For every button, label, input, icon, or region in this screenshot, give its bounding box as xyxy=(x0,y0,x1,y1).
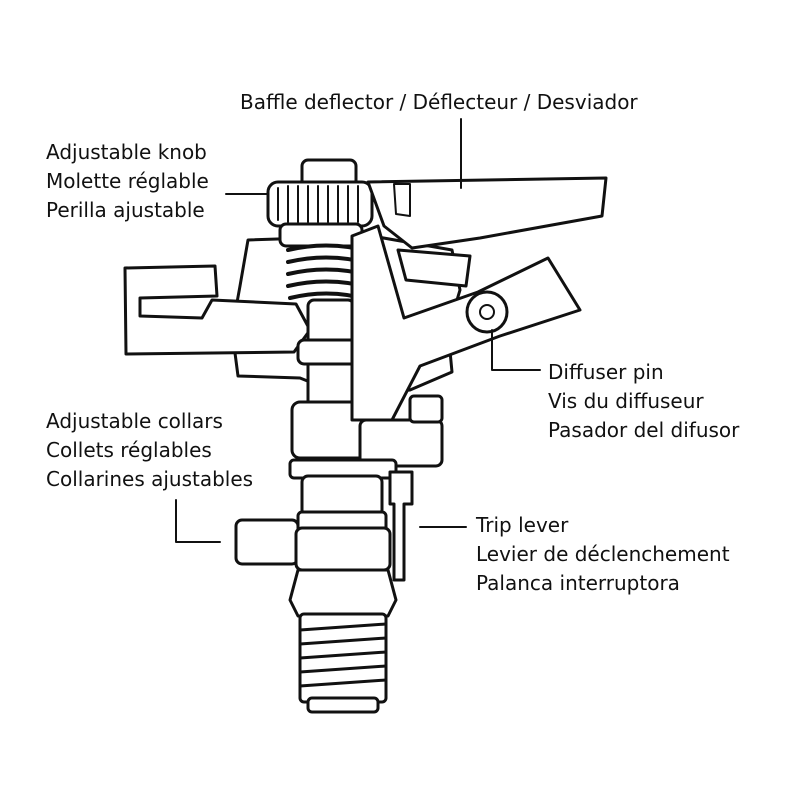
label-knob-fr: Molette réglable xyxy=(46,169,209,193)
leader-pin xyxy=(491,329,541,371)
label-pin-en: Diffuser pin xyxy=(548,360,664,384)
knob-ribs xyxy=(277,185,359,223)
baffle-deflector xyxy=(366,176,608,250)
label-trip-en: Trip lever xyxy=(476,513,569,537)
fitting-threads xyxy=(298,622,388,688)
adjustable-collar-band xyxy=(294,526,392,572)
label-knob-en: Adjustable knob xyxy=(46,140,207,164)
label-trip-fr: Levier de déclenchement xyxy=(476,542,730,566)
diffuser-pin-hole xyxy=(479,304,495,320)
right-bracket xyxy=(358,418,444,468)
label-knob-es: Perilla ajustable xyxy=(46,198,205,222)
label-trip-es: Palanca interruptora xyxy=(476,571,680,595)
label-collars-es: Collarines ajustables xyxy=(46,467,254,491)
label-collars-en: Adjustable collars xyxy=(46,409,223,433)
label-pin-fr: Vis du diffuseur xyxy=(548,389,704,413)
knob-collar xyxy=(278,222,364,248)
leader-lines xyxy=(175,118,541,543)
counterweight-arm xyxy=(123,264,312,356)
label-trip-lever: Trip lever Levier de déclenchement Palan… xyxy=(476,511,730,598)
baffle-deflector-fin xyxy=(393,183,411,217)
adjustable-knob xyxy=(266,180,374,228)
label-adjustable-knob: Adjustable knob Molette réglable Perilla… xyxy=(46,138,209,225)
trip-lever xyxy=(388,470,414,582)
label-baffle-deflector: Baffle deflector / Déflecteur / Desviado… xyxy=(240,88,638,117)
label-baffle-text: Baffle deflector / Déflecteur / Desviado… xyxy=(240,90,638,114)
fitting-base xyxy=(306,696,380,714)
label-diffuser-pin: Diffuser pin Vis du diffuseur Pasador de… xyxy=(548,358,739,445)
label-adjustable-collars: Adjustable collars Collets réglables Col… xyxy=(46,407,253,494)
right-bracket-cap xyxy=(408,394,444,424)
arm-crosspiece xyxy=(396,248,472,288)
leader-collars xyxy=(175,499,221,543)
label-collars-fr: Collets réglables xyxy=(46,438,212,462)
adjustable-collar-tab xyxy=(234,518,300,566)
label-pin-es: Pasador del difusor xyxy=(548,418,740,442)
lower-body xyxy=(300,474,384,518)
hex-nut xyxy=(288,568,398,618)
